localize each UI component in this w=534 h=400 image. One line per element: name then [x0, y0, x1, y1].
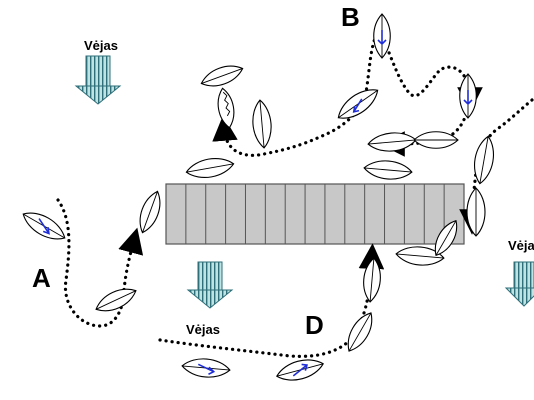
leaf-b-mid [337, 89, 379, 119]
leaf-top-left-2 [217, 87, 235, 129]
leaf-right-edge-2 [466, 187, 486, 237]
leaf-d-bottom-left [181, 358, 231, 378]
leaf-bar-bottom-right-1 [395, 246, 445, 266]
leaf-top-left-1 [200, 65, 244, 87]
point-label-b: B [341, 2, 360, 32]
leaf-right-upper [459, 73, 477, 119]
segmented-bar [165, 183, 465, 245]
leaf-d-vertical-mid [347, 312, 373, 352]
leaf-right-edge-1 [473, 135, 495, 185]
leaf-right-stack-2 [413, 131, 459, 149]
leaf-right-stack-1 [367, 132, 417, 152]
wind-label-right: Vėja [508, 238, 534, 253]
leaf-d-bottom-right [276, 359, 324, 381]
point-label-d: D [305, 310, 324, 340]
trajectory-d [158, 243, 385, 358]
leaf-bar-left [139, 190, 161, 234]
bar-outline [165, 183, 465, 245]
leaves [22, 13, 495, 381]
leaf-bar-top-1 [185, 157, 235, 179]
wind-arrow-right [504, 261, 534, 307]
leaf-bar-bottom-right-2 [434, 219, 458, 257]
trajectory-a [56, 198, 144, 328]
leaf-top-left-3 [252, 99, 272, 149]
trajectory-b-right [380, 34, 483, 113]
leaf-a-upper [22, 212, 66, 240]
trajectory-b-left [212, 28, 382, 157]
wind-label-top-left: Vėjas [84, 38, 118, 53]
leaf-b-top [373, 13, 391, 59]
leaf-a-lower [95, 288, 137, 312]
leaf-d-vertical-top [363, 257, 381, 303]
wind-arrow-top-left [74, 55, 122, 105]
point-label-a: A [32, 263, 51, 293]
wind-label-bottom: Vėjas [186, 322, 220, 337]
leaf-bar-top-2 [363, 160, 413, 180]
wind-arrow-bottom [186, 261, 234, 309]
